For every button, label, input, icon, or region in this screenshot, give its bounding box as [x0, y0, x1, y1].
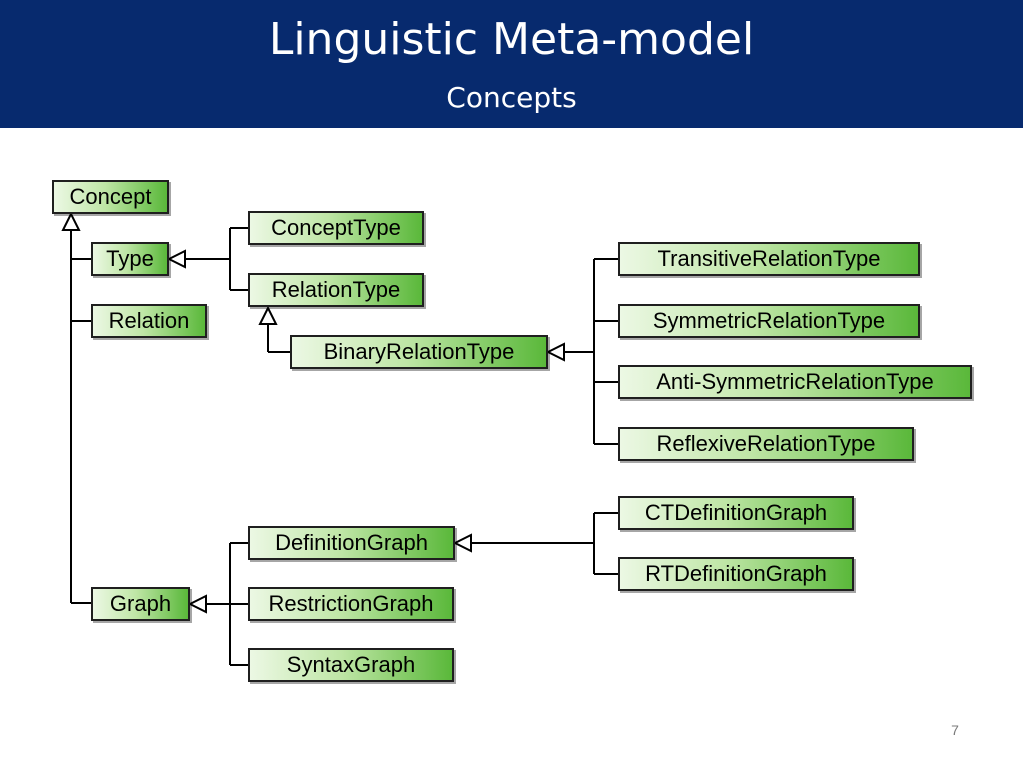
slide-title: Linguistic Meta-model — [268, 14, 755, 65]
node-symmetric-relation-type: SymmetricRelationType — [618, 304, 920, 338]
inheritance-arrowhead — [452, 533, 472, 553]
node-graph: Graph — [91, 587, 190, 621]
node-relation: Relation — [91, 304, 207, 338]
node-type: Type — [91, 242, 169, 276]
node-transitive-relation-type: TransitiveRelationType — [618, 242, 920, 276]
inheritance-arrowhead — [166, 249, 186, 269]
node-concept-type: ConceptType — [248, 211, 424, 245]
node-anti-symmetric-relation-type: Anti-SymmetricRelationType — [618, 365, 972, 399]
node-ct-definition-graph: CTDefinitionGraph — [618, 496, 854, 530]
node-binary-relation-type: BinaryRelationType — [290, 335, 548, 369]
node-rt-definition-graph: RTDefinitionGraph — [618, 557, 854, 591]
node-concept: Concept — [52, 180, 169, 214]
node-reflexive-relation-type: ReflexiveRelationType — [618, 427, 914, 461]
slide-subtitle: Concepts — [446, 81, 577, 114]
inheritance-arrowhead — [61, 211, 81, 231]
node-syntax-graph: SyntaxGraph — [248, 648, 454, 682]
inheritance-arrowhead — [258, 305, 278, 325]
node-restriction-graph: RestrictionGraph — [248, 587, 454, 621]
node-definition-graph: DefinitionGraph — [248, 526, 455, 560]
node-relation-type: RelationType — [248, 273, 424, 307]
page-number: 7 — [951, 722, 959, 738]
inheritance-arrowhead — [545, 342, 565, 362]
inheritance-arrowhead — [187, 594, 207, 614]
title-banner: Linguistic Meta-model Concepts — [0, 0, 1023, 128]
